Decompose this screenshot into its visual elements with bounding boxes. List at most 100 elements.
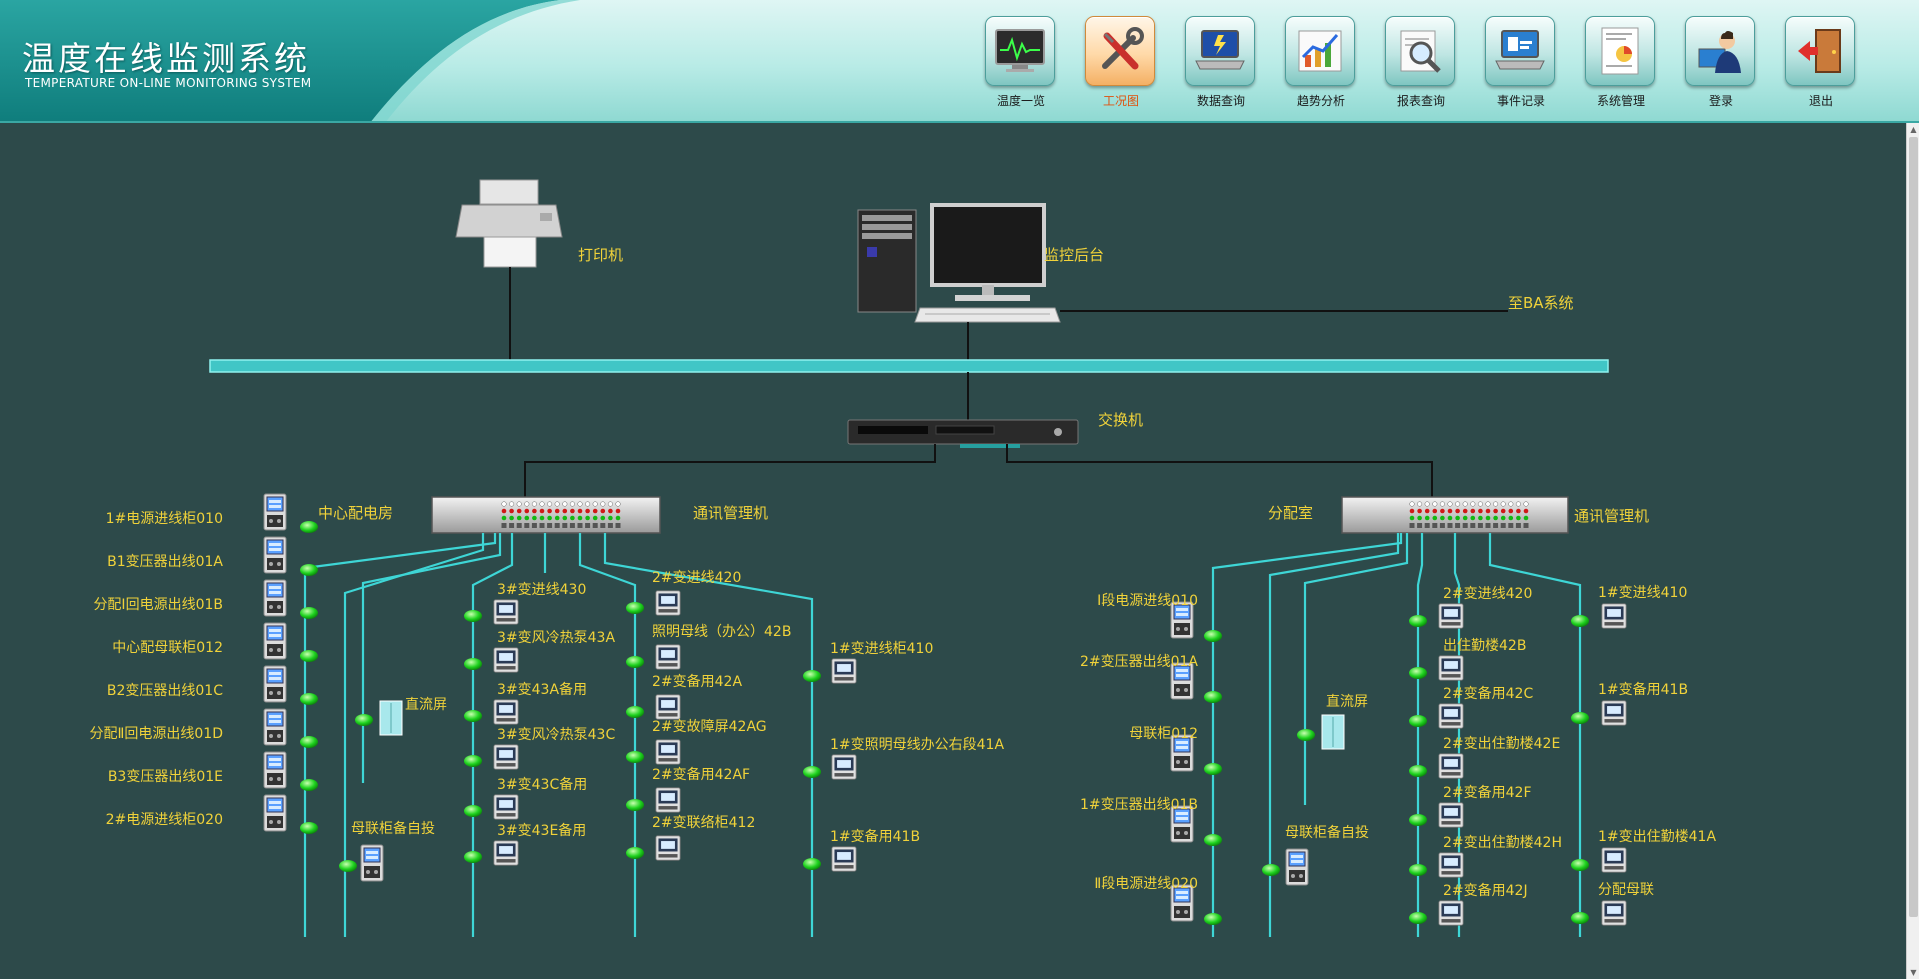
- vertical-scrollbar[interactable]: ▲ ▼: [1906, 123, 1919, 979]
- device-label: 2#电源进线柜020: [106, 812, 223, 828]
- toolbar-temperature-overview-button[interactable]: 温度一览: [985, 16, 1057, 116]
- switch-label: 交换机: [1098, 411, 1143, 429]
- status-led: [1204, 913, 1222, 925]
- comm-manager-right[interactable]: [1341, 496, 1569, 534]
- toolbar-trend-analysis-button[interactable]: 趋势分析: [1285, 16, 1357, 116]
- status-led: [355, 714, 373, 726]
- device-label: 3#变43C备用: [497, 776, 587, 793]
- sensor-module-icon[interactable]: [1438, 603, 1464, 629]
- sensor-module-icon[interactable]: [1438, 802, 1464, 828]
- printer[interactable]: [455, 179, 563, 268]
- status-led: [1409, 814, 1427, 826]
- sensor-module-icon[interactable]: [1601, 847, 1627, 873]
- toolbar-label: 报表查询: [1396, 94, 1445, 108]
- network-switch[interactable]: [847, 419, 1079, 448]
- toolbar-report-query-button[interactable]: 报表查询: [1385, 16, 1457, 116]
- status-led: [464, 851, 482, 863]
- sensor-module-icon[interactable]: [493, 744, 519, 770]
- status-led: [1204, 763, 1222, 775]
- sensor-module-icon[interactable]: [493, 840, 519, 866]
- devices-layer: 1#电源进线柜010B1变压器出线01A分配Ⅰ回电源出线01B中心配母联柜012…: [90, 493, 1716, 926]
- status-led: [300, 564, 318, 576]
- device-label: 2#变备用42F: [1443, 784, 1532, 801]
- device-label: 3#变43E备用: [497, 822, 586, 839]
- sensor-module-icon[interactable]: [831, 658, 857, 684]
- device-label: 1#变备用41B: [830, 828, 920, 845]
- toolbar-label: 事件记录: [1496, 94, 1545, 108]
- toolbar-data-query-button[interactable]: 数据查询: [1185, 16, 1257, 116]
- temperature-meter-icon[interactable]: [263, 579, 287, 617]
- app-subtitle: TEMPERATURE ON-LINE MONITORING SYSTEM: [25, 76, 312, 90]
- temperature-meter-icon[interactable]: [263, 493, 287, 531]
- trend-chart-icon: [1298, 30, 1342, 72]
- network-diagram: 打印机 监控后台 至BA系统 交换机 中心配电房 通讯管理机 分配室 通: [90, 179, 1716, 937]
- printer-label: 打印机: [578, 246, 623, 264]
- monitor-chart-icon: [995, 29, 1045, 72]
- status-led: [1409, 912, 1427, 924]
- device-label: 2#变备用42AF: [652, 766, 750, 783]
- temperature-meter-icon[interactable]: [360, 844, 384, 882]
- sensor-module-icon[interactable]: [493, 599, 519, 625]
- sensor-module-icon[interactable]: [655, 787, 681, 813]
- sensor-module-icon[interactable]: [655, 694, 681, 720]
- sensor-module-icon[interactable]: [655, 590, 681, 616]
- sensor-module-icon[interactable]: [655, 835, 681, 861]
- temperature-meter-icon[interactable]: [263, 536, 287, 574]
- toolbar-system-management-button[interactable]: 系统管理: [1585, 16, 1657, 116]
- laptop-icon: [1195, 30, 1245, 70]
- status-led: [626, 656, 644, 668]
- tools-icon: [1102, 27, 1144, 70]
- sensor-module-icon[interactable]: [1438, 655, 1464, 681]
- device-label: 照明母线（办公）42B: [652, 624, 791, 640]
- sensor-module-icon[interactable]: [493, 699, 519, 725]
- scroll-down-arrow-icon[interactable]: ▼: [1910, 968, 1917, 977]
- toolbar-label: 温度一览: [996, 94, 1045, 108]
- temperature-meter-icon[interactable]: [263, 622, 287, 660]
- temperature-meter-icon[interactable]: [263, 708, 287, 746]
- status-led: [1409, 864, 1427, 876]
- sensor-module-icon[interactable]: [655, 739, 681, 765]
- status-led: [1409, 667, 1427, 679]
- status-led: [300, 822, 318, 834]
- temperature-meter-icon[interactable]: [263, 751, 287, 789]
- left-room-label: 中心配电房: [318, 504, 393, 522]
- sensor-module-icon[interactable]: [1601, 900, 1627, 926]
- status-led: [803, 766, 821, 778]
- temperature-meter-icon[interactable]: [1285, 848, 1309, 886]
- magnifier-report-icon: [1400, 30, 1441, 73]
- toolbar-label: 数据查询: [1196, 94, 1245, 108]
- sensor-module-icon[interactable]: [1601, 700, 1627, 726]
- sensor-module-icon[interactable]: [493, 647, 519, 673]
- scroll-thumb[interactable]: [1909, 137, 1918, 917]
- device-label: 1#电源进线柜010: [106, 511, 223, 527]
- sensor-module-icon[interactable]: [831, 754, 857, 780]
- sensor-module-icon[interactable]: [1438, 900, 1464, 926]
- status-led: [464, 710, 482, 722]
- toolbar-exit-button[interactable]: 退出: [1785, 16, 1857, 116]
- status-led: [1204, 834, 1222, 846]
- toolbar-login-button[interactable]: 登录: [1685, 16, 1757, 116]
- right-room-label: 分配室: [1268, 504, 1313, 522]
- sensor-module-icon[interactable]: [1438, 852, 1464, 878]
- sensor-module-icon[interactable]: [655, 644, 681, 670]
- comm-manager-left[interactable]: [431, 496, 661, 534]
- status-led: [300, 779, 318, 791]
- sensor-module-icon[interactable]: [493, 794, 519, 820]
- sensor-module-icon[interactable]: [831, 846, 857, 872]
- monitor-workstation[interactable]: [857, 203, 1061, 323]
- monitor-label: 监控后台: [1044, 246, 1104, 264]
- temperature-meter-icon[interactable]: [263, 794, 287, 832]
- scroll-up-arrow-icon[interactable]: ▲: [1910, 125, 1917, 134]
- device-label: 1#变压器出线01B: [1080, 797, 1198, 813]
- toolbar-label: 登录: [1708, 94, 1733, 108]
- toolbar-working-diagram-button[interactable]: 工况图: [1085, 16, 1157, 116]
- laptop-record-icon: [1495, 30, 1545, 70]
- device-label: 母联柜备自投: [351, 820, 435, 837]
- sensor-module-icon[interactable]: [1601, 603, 1627, 629]
- temperature-meter-icon[interactable]: [263, 665, 287, 703]
- status-led: [1204, 630, 1222, 642]
- sensor-module-icon[interactable]: [1438, 753, 1464, 779]
- toolbar-event-log-button[interactable]: 事件记录: [1485, 16, 1557, 116]
- status-led: [1262, 864, 1280, 876]
- sensor-module-icon[interactable]: [1438, 703, 1464, 729]
